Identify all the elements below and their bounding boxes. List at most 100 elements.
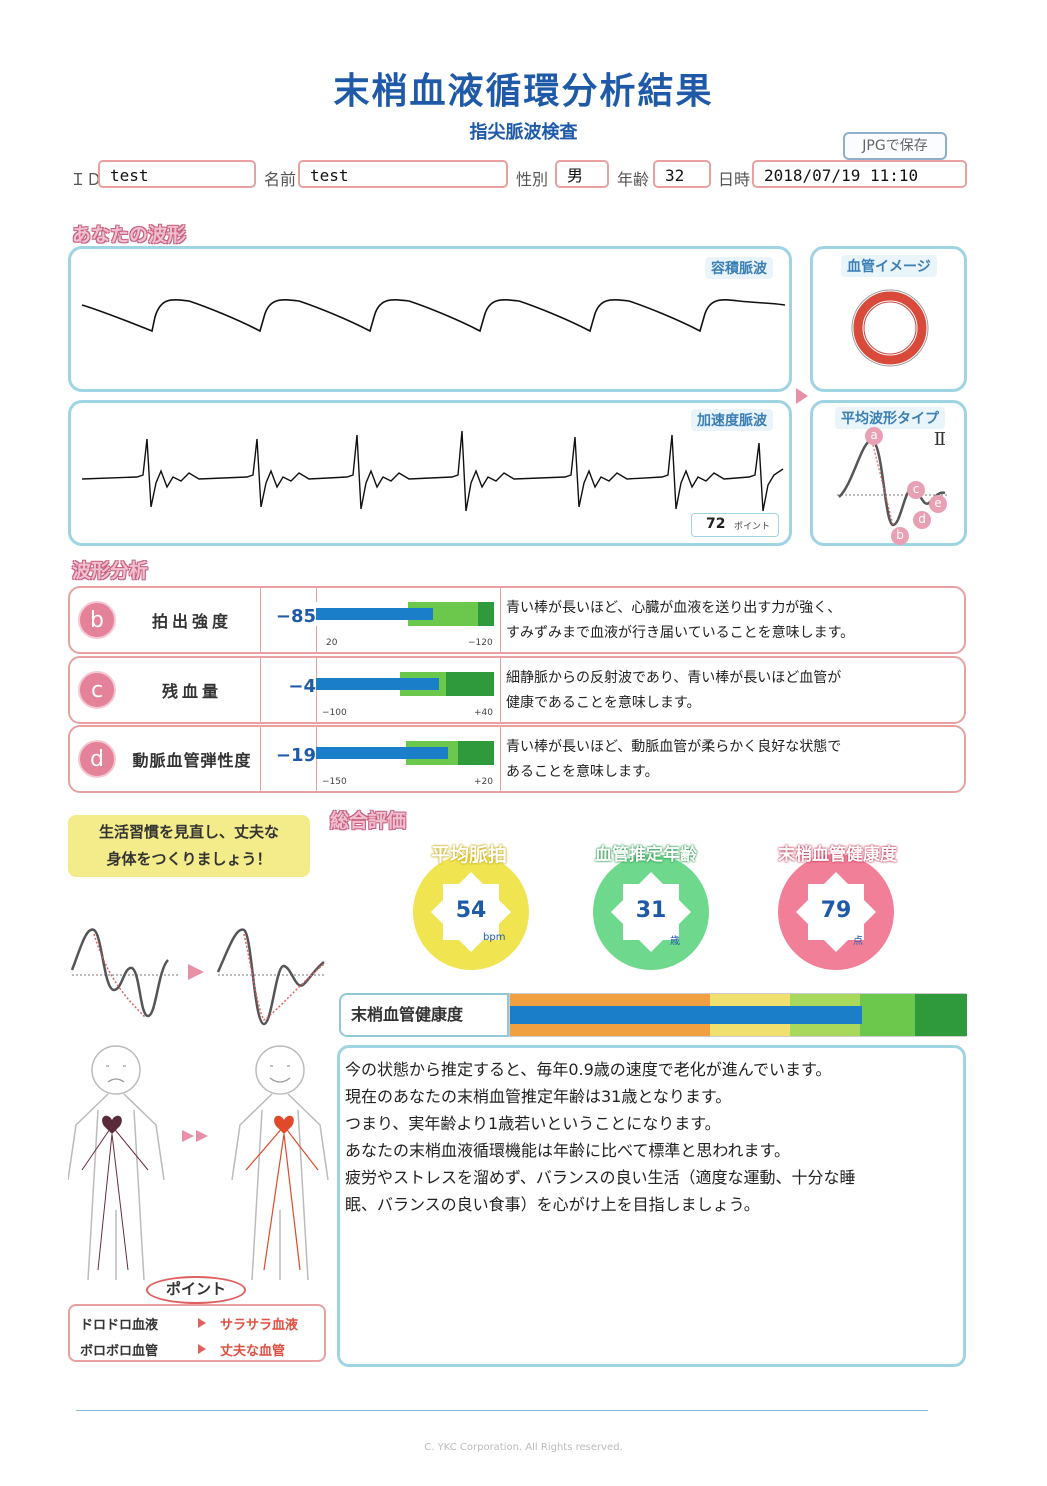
gauge-unit-pulse: bpm xyxy=(483,932,506,943)
gauge-value-vessel-age: 31 xyxy=(635,898,667,923)
legend-box: ドロドロ血液 サラサラ血液 ボロボロ血管 丈夫な血管 xyxy=(68,1304,326,1362)
gauge-label-health: 末梢血管健康度 xyxy=(778,845,897,865)
legend-good-blood: サラサラ血液 xyxy=(220,1318,299,1333)
arrow-right-icon xyxy=(198,1344,206,1354)
desc-line: あることを意味します。 xyxy=(506,764,659,780)
health-bar xyxy=(509,993,967,1037)
sex-label: 性別 xyxy=(516,170,549,189)
analysis-row: b 拍出強度 −85 20 −120 青い棒が長いほど、心臓が血液を送り出す力が… xyxy=(68,586,966,654)
analysis-name: 動脈血管弾性度 xyxy=(132,751,252,770)
bad-wave-icon xyxy=(70,928,178,1019)
desc-line: すみずみまで血液が行き届いていることを意味します。 xyxy=(506,625,855,641)
comment-line: つまり、実年齢より1歳若いということになります。 xyxy=(345,1114,721,1133)
arrow-right-icon xyxy=(196,1130,208,1142)
avg-wave-type-label: 平均波形タイプ xyxy=(835,407,945,429)
analysis-value: −19 xyxy=(275,745,316,766)
desc-line: 細静脈からの反射波であり、青い棒が長いほど血管が xyxy=(506,670,842,686)
analysis-bar xyxy=(316,602,494,626)
legend-bad-blood: ドロドロ血液 xyxy=(80,1318,159,1333)
name-label: 名前 xyxy=(264,170,297,189)
page-subtitle: 指尖脈波検査 xyxy=(469,122,578,143)
comment-line: あなたの末梢血液循環機能は年齢に比べて標準と思われます。 xyxy=(345,1141,790,1160)
gauge-unit-vessel-age: 歳 xyxy=(670,936,680,947)
advice-line: 身体をつくりましょう！ xyxy=(106,850,272,868)
points-value: 72 xyxy=(706,516,726,532)
avg-wave-chart xyxy=(837,439,949,527)
waveform-heading: あなたの波形 xyxy=(72,224,187,246)
analysis-bar-fill xyxy=(316,678,439,690)
overall-heading: 総合評価 xyxy=(330,810,407,832)
gauge-value-health: 79 xyxy=(820,898,852,923)
gauge-health xyxy=(778,854,894,970)
vessel-image-label: 血管イメージ xyxy=(841,255,937,277)
volume-pulse-label: 容積脈波 xyxy=(705,257,773,279)
gauge-label-vessel-age: 血管推定年齢 xyxy=(595,845,697,865)
gauge-star xyxy=(796,872,876,952)
vessel-image-panel: 血管イメージ xyxy=(810,246,967,392)
marker-a: a xyxy=(865,427,883,445)
analysis-heading: 波形分析 xyxy=(72,560,149,582)
footer-rule xyxy=(76,1410,928,1411)
tick-right: +40 xyxy=(474,708,493,718)
gauge-value-pulse: 54 xyxy=(455,898,487,923)
analysis-row: c 残血量 −4 −100 +40 細静脈からの反射波であり、青い棒が長いほど血… xyxy=(68,656,966,724)
analysis-value: −4 xyxy=(288,676,316,697)
gauge-unit-health: 点 xyxy=(853,936,863,947)
desc-line: 健康であることを意味します。 xyxy=(506,695,701,711)
comment-line: 現在のあなたの末梢血管推定年齢は31歳となります。 xyxy=(345,1087,732,1106)
comment-line: 今の状態から推定すると、毎年0.9歳の速度で老化が進んでいます。 xyxy=(345,1060,832,1079)
gauge-star xyxy=(611,872,691,952)
divider xyxy=(260,658,261,722)
advice-box: 生活習慣を見直し、丈夫な 身体をつくりましょう！ xyxy=(68,815,310,877)
arrow-right-icon xyxy=(188,964,204,980)
arrow-right-icon xyxy=(182,1130,194,1142)
analysis-bar xyxy=(316,672,494,696)
copyright: C. YKC Corporation. All Rights reserved. xyxy=(424,1442,623,1453)
tick-right: −120 xyxy=(468,638,493,648)
avg-wave-type-panel: 平均波形タイプ Ⅱ a b c d e xyxy=(810,400,967,546)
divider xyxy=(260,727,261,791)
unhealthy-body-icon xyxy=(68,1045,165,1281)
point-label: ポイント xyxy=(146,1276,246,1304)
analysis-name: 拍出強度 xyxy=(151,612,232,631)
datetime-field: 2018/07/19 11:10 xyxy=(752,160,967,188)
accel-pulse-panel: 加速度脈波 72 ポイント xyxy=(68,400,792,546)
vessel-cross-section-icon xyxy=(851,289,929,367)
accel-pulse-label: 加速度脈波 xyxy=(691,409,773,431)
desc-line: 青い棒が長いほど、動脈血管が柔らかく良好な状態で xyxy=(506,739,842,755)
divider xyxy=(500,658,501,722)
analysis-badge: c xyxy=(78,671,116,709)
tick-right: +20 xyxy=(474,777,493,787)
illustration xyxy=(68,928,329,1281)
arrow-right-icon xyxy=(796,388,808,404)
divider xyxy=(316,727,317,791)
marker-e: e xyxy=(929,495,947,513)
analysis-bar xyxy=(316,741,494,765)
gauge-label-pulse: 平均脈拍 xyxy=(431,844,508,866)
volume-pulse-wave xyxy=(81,299,786,333)
age-field: 32 xyxy=(653,160,711,188)
gauge-vessel-age xyxy=(593,854,709,970)
tick-left: −150 xyxy=(322,777,347,787)
analysis-desc: 青い棒が長いほど、心臓が血液を送り出す力が強く、 すみずみまで血液が行き届いてい… xyxy=(506,596,962,646)
save-jpg-button[interactable]: JPGで保存 xyxy=(843,132,947,160)
marker-d: d xyxy=(913,511,931,529)
analysis-row: d 動脈血管弾性度 −19 −150 +20 青い棒が長いほど、動脈血管が柔らか… xyxy=(68,725,966,793)
health-bar-label: 末梢血管健康度 xyxy=(339,993,509,1037)
marker-b: b xyxy=(891,527,909,545)
advice-line: 生活習慣を見直し、丈夫な xyxy=(98,823,279,841)
points-box: 72 ポイント xyxy=(691,513,779,537)
analysis-value: −85 xyxy=(275,606,316,627)
good-wave-icon xyxy=(216,928,325,1026)
id-label: ＩＤ xyxy=(70,170,103,189)
name-field: test xyxy=(298,160,508,188)
divider xyxy=(500,727,501,791)
analysis-desc: 細静脈からの反射波であり、青い棒が長いほど血管が 健康であることを意味します。 xyxy=(506,666,962,716)
healthy-body-icon xyxy=(231,1045,329,1281)
marker-c: c xyxy=(907,481,925,499)
volume-pulse-panel: 容積脈波 xyxy=(68,246,792,392)
points-unit: ポイント xyxy=(734,522,771,532)
legend-bad-vessel: ボロボロ血管 xyxy=(80,1344,159,1359)
avg-wave-type-value: Ⅱ xyxy=(933,429,946,450)
accel-pulse-wave xyxy=(81,430,784,512)
